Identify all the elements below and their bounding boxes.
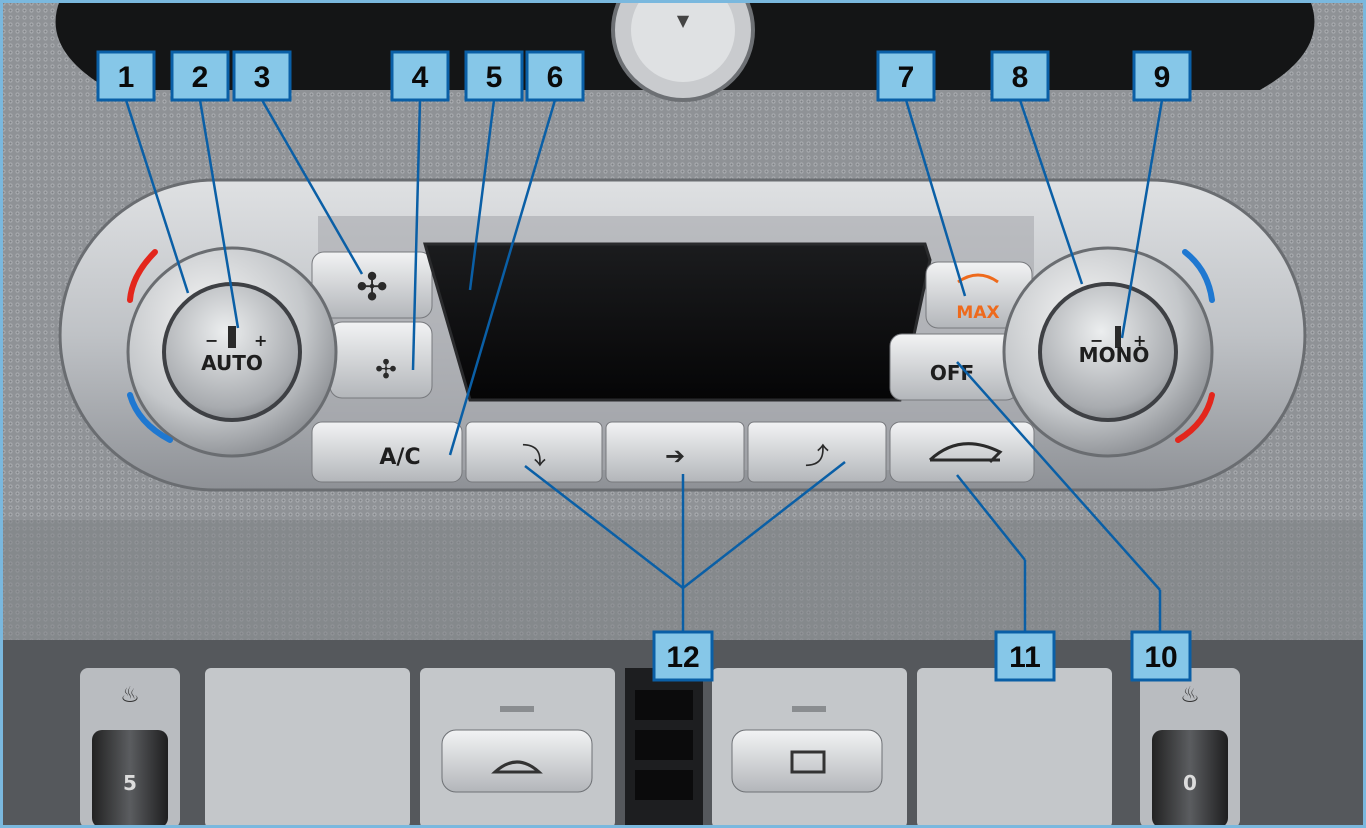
right-mono-knob[interactable] [1038,282,1178,422]
windscreen-feet-vent-icon: ⤴ [805,442,829,470]
face-vent-button[interactable] [605,421,745,483]
callout-number: 7 [898,61,915,94]
recirculation-icon [928,442,1003,464]
callout-number: 11 [1009,641,1041,674]
right-knob-minus: − [1090,331,1103,350]
seat-heat-left-level: 5 [123,771,137,795]
callout-number: 12 [666,641,699,674]
blank-switch-right[interactable] [917,668,1112,828]
callout-1: 1 [96,50,156,102]
callout-number: 5 [486,61,503,94]
down-arrow-icon: ▼ [677,11,690,30]
callout-5: 5 [464,50,524,102]
callout-2: 2 [170,50,230,102]
callout-number: 9 [1154,61,1171,94]
callout-4: 4 [390,50,450,102]
callout-7: 7 [876,50,936,102]
callout-number: 8 [1012,61,1029,94]
recirculation-button[interactable] [889,421,1035,483]
cool-mark-right [1182,249,1215,303]
ac-label: A/C [379,445,420,470]
ac-button[interactable] [311,421,463,483]
max-label: MAX [956,303,999,323]
feet-vent-button[interactable] [465,421,603,483]
callout-number: 2 [192,61,209,94]
callout-10: 10 [1130,630,1192,682]
callout-12: 12 [652,630,714,682]
seat-heat-icon: ♨ [1180,683,1200,708]
callout-11: 11 [994,630,1056,682]
callout-8: 8 [990,50,1050,102]
face-vent-icon: ➔ [665,442,685,470]
callout-number: 4 [412,61,429,94]
left-knob-plus: + [254,331,267,350]
callout-3: 3 [232,50,292,102]
callout-number: 6 [547,61,564,94]
callout-6: 6 [525,50,585,102]
callout-number: 1 [118,61,135,94]
lcd-display [423,242,932,402]
windscreen-feet-vent-button[interactable] [747,421,887,483]
blank-switch-left[interactable] [205,668,410,828]
rear-defrost-icon [790,750,826,774]
mono-label: MONO [1079,343,1150,367]
right-knob-plus: + [1133,331,1146,350]
seat-heat-left-roller[interactable] [92,730,168,828]
auto-label: AUTO [201,351,263,375]
heat-mark-right [1175,392,1215,443]
cool-mark-left [127,392,173,443]
callout-9: 9 [1132,50,1192,102]
left-auto-knob[interactable] [162,282,302,422]
leader-lines [124,99,1164,632]
seat-heat-right-level: 0 [1183,771,1197,795]
seat-heat-right-roller[interactable] [1152,730,1228,828]
callout-number: 3 [254,61,271,94]
callout-number: 10 [1144,641,1177,674]
heat-mark-left [127,249,158,303]
fan-small-icon: ✣ [375,355,397,385]
left-knob-minus: − [205,331,218,350]
front-defrost-icon [491,760,543,774]
seat-heat-icon: ♨ [120,683,140,708]
